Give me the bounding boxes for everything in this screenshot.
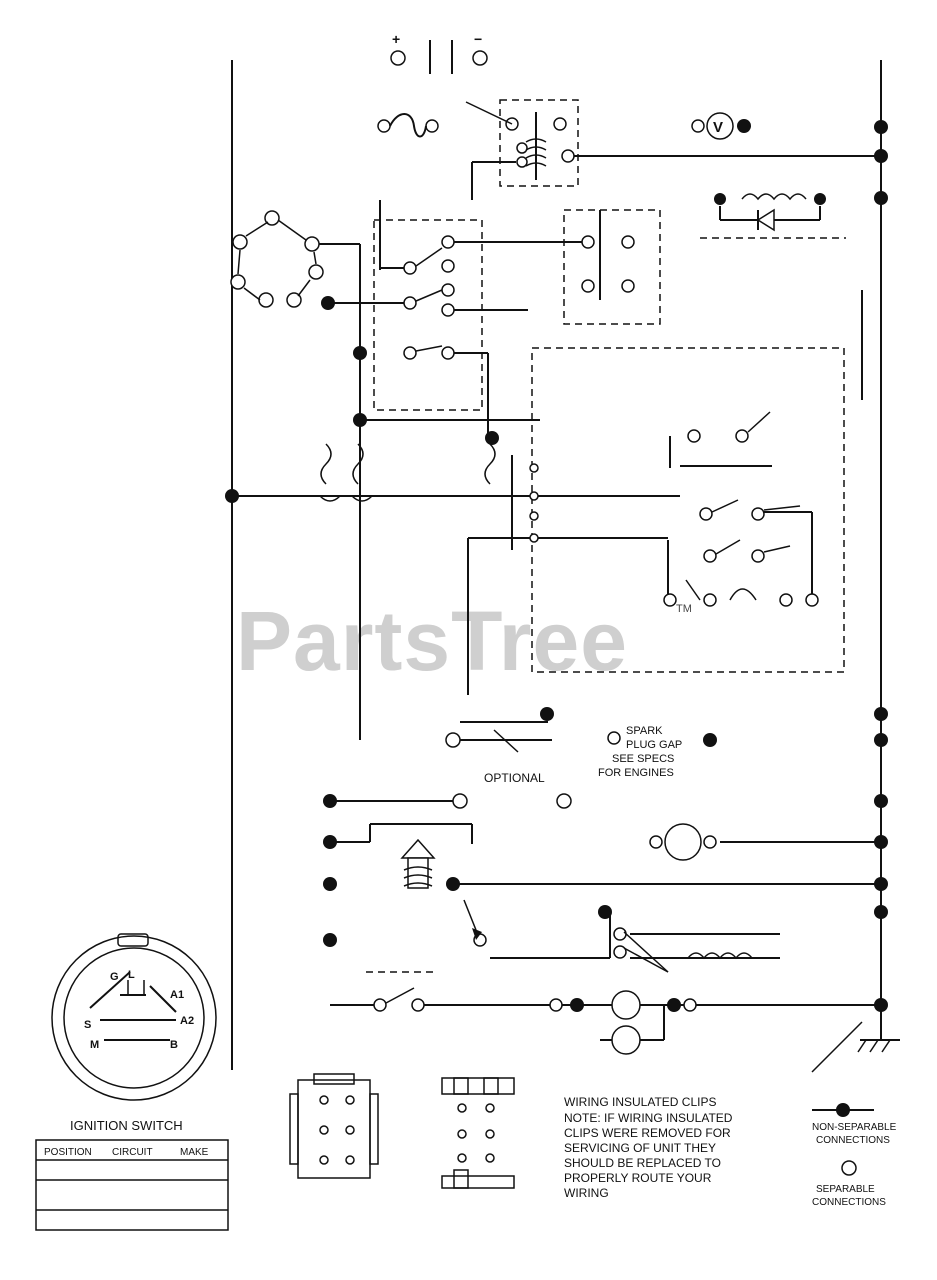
solenoid-symbol (465, 101, 547, 200)
battery-symbol: + − (392, 31, 482, 74)
wiring-clips-title: WIRING INSULATED CLIPS (564, 1095, 716, 1109)
fuse-symbol (389, 113, 427, 138)
ign-table-header-make: MAKE (180, 1147, 209, 1158)
wiring-clips-line-1: NOTE: IF WIRING INSULATED (564, 1111, 733, 1125)
ign-letter-a2: A2 (180, 1015, 194, 1027)
alternator-diode (719, 193, 821, 232)
legend-separable-circle (841, 1160, 857, 1176)
ign-letter-m: M (90, 1039, 99, 1051)
voltmeter-symbol: V (713, 119, 723, 136)
ign-letter-s: S (84, 1019, 91, 1031)
connector-plug-right (441, 1077, 515, 1189)
legend-separable-line-2: CONNECTIONS (812, 1197, 886, 1208)
ignition-switch-title: IGNITION SWITCH (70, 1118, 183, 1133)
voltmeter-icon: V (706, 112, 734, 140)
hexagon-switch (237, 219, 317, 301)
lamp-symbols (385, 987, 665, 1055)
coil-symbols (319, 443, 496, 502)
spark-note-line-1: SPARK (626, 725, 663, 737)
open-terminals (230, 50, 819, 1012)
ign-letter-g: G (110, 971, 119, 983)
battery-minus-label: − (474, 31, 482, 47)
legend: NON-SEPARABLE CONNECTIONS SEPARABLE CONN… (812, 1103, 897, 1208)
spark-note-line-2: PLUG GAP (626, 739, 682, 751)
ign-letter-l: L (128, 969, 135, 981)
motor-symbol (664, 823, 702, 861)
wiring-clips-note: WIRING INSULATED CLIPS NOTE: IF WIRING I… (564, 1095, 733, 1200)
seat-switch-symbol (400, 838, 482, 940)
wiring-clips-line-2: CLIPS WERE REMOVED FOR (564, 1126, 731, 1140)
junction-nodes (225, 119, 888, 1012)
legend-non-separable-dot (836, 1103, 850, 1117)
legend-non-separable-line-2: CONNECTIONS (816, 1135, 890, 1146)
ign-table-header-position: POSITION (44, 1147, 92, 1158)
regulator-symbol (623, 931, 780, 973)
legend-non-separable-line-1: NON-SEPARABLE (812, 1122, 897, 1133)
wiring-clips-line-3: SERVICING OF UNIT THEY (564, 1141, 716, 1155)
ign-letter-b: B (170, 1039, 178, 1051)
optional-label: OPTIONAL (484, 771, 545, 785)
legend-separable-line-1: SEPARABLE (816, 1184, 875, 1195)
wiring-clips-line-5: PROPERLY ROUTE YOUR (564, 1171, 712, 1185)
watermark-tm: TM (676, 603, 692, 615)
relay-switches (415, 210, 601, 352)
dashed-module-boxes (366, 99, 846, 973)
ignition-table: POSITION CIRCUIT MAKE (35, 1139, 229, 1231)
spark-plug-symbol (460, 729, 552, 753)
wiring-clips-line-4: SHOULD BE REPLACED TO (564, 1156, 721, 1170)
ign-table-header-circuit: CIRCUIT (112, 1147, 153, 1158)
ign-letter-a1: A1 (170, 989, 184, 1001)
battery-plus-label: + (392, 31, 400, 47)
ignition-switch-diagram: G L A1 A2 S M B (51, 933, 217, 1101)
connector-plug-left (289, 1073, 379, 1179)
watermark-brand: PartsTree (236, 594, 628, 688)
spark-plug-note: SPARK PLUG GAP SEE SPECS FOR ENGINES (598, 725, 682, 779)
wiring-clips-line-6: WIRING (564, 1186, 609, 1200)
module-switches (685, 411, 801, 601)
spark-note-line-4: FOR ENGINES (598, 767, 674, 779)
spark-note-line-3: SEE SPECS (612, 753, 674, 765)
main-wiring (231, 60, 900, 1073)
